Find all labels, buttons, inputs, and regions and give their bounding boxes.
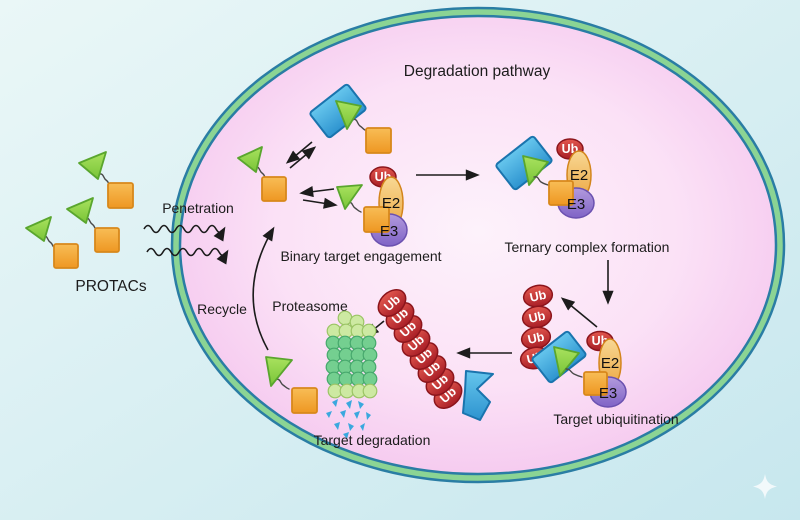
binary-engagement-label: Binary target engagement bbox=[280, 248, 441, 264]
equilibrium-arrow bbox=[302, 197, 338, 209]
recycle-label: Recycle bbox=[197, 301, 247, 317]
target-ubiquitination-label: Target ubiquitination bbox=[553, 411, 678, 427]
linker-squiggle bbox=[352, 118, 366, 131]
ligand-triangle bbox=[237, 146, 263, 173]
protac-molecule bbox=[78, 151, 134, 209]
linker-squiggle bbox=[347, 201, 362, 213]
sparkle-icon bbox=[753, 474, 777, 499]
degraded-fragment bbox=[348, 423, 354, 431]
e3-label: E3 bbox=[567, 196, 585, 213]
degraded-fragment bbox=[366, 412, 371, 420]
poly-ub-chain: Ub Ub Ub Ub Ub Ub Ub Ub bbox=[377, 289, 494, 421]
proteasome-label: Proteasome bbox=[272, 298, 348, 314]
linker-squiggle bbox=[565, 368, 583, 378]
e2-label: E2 bbox=[570, 167, 588, 184]
penetration-wavy-arrow bbox=[146, 247, 229, 265]
linker-squiggle bbox=[533, 176, 549, 186]
protacs-label: PROTACs bbox=[75, 278, 146, 295]
ubiquitin-label: Ub bbox=[528, 288, 548, 305]
protac-e3-complex: Ub E2 E3 bbox=[336, 166, 408, 247]
degraded-fragment bbox=[332, 399, 338, 407]
notched-target-protein bbox=[462, 370, 494, 421]
e2-label: E2 bbox=[382, 195, 400, 212]
ligand-triangle bbox=[265, 356, 293, 387]
linker-squiggle bbox=[275, 378, 290, 390]
degraded-fragment bbox=[346, 400, 352, 409]
protac-molecule bbox=[66, 197, 120, 253]
ligand-triangle bbox=[78, 151, 107, 180]
protac-target-complex bbox=[309, 83, 392, 154]
linker-square bbox=[583, 371, 608, 396]
degraded-fragment bbox=[360, 423, 365, 431]
linker-square bbox=[107, 182, 134, 209]
ligand-triangle bbox=[66, 197, 94, 224]
linker-square bbox=[291, 387, 318, 414]
equilibrium-arrow bbox=[299, 186, 335, 198]
ubiquitin-label: Ub bbox=[527, 309, 547, 326]
degraded-fragment bbox=[326, 411, 332, 418]
proteasome bbox=[325, 310, 378, 399]
degraded-fragment bbox=[340, 410, 346, 418]
penetration-wavy-arrow bbox=[143, 224, 226, 242]
protac-molecule bbox=[25, 216, 79, 269]
equilibrium-arrow bbox=[289, 146, 317, 169]
ternary-formation-label: Ternary complex formation bbox=[505, 239, 670, 255]
ligand-triangle bbox=[336, 184, 363, 210]
degraded-fragment bbox=[343, 432, 349, 439]
e2-label: E2 bbox=[601, 355, 619, 372]
linker-square bbox=[365, 127, 392, 154]
ternary-complex: Ub E2 E3 bbox=[495, 135, 595, 219]
ubiquitin-badge bbox=[377, 289, 407, 317]
e3-label: E3 bbox=[599, 385, 617, 402]
linker-square bbox=[261, 176, 287, 202]
ligand-triangle bbox=[553, 346, 580, 377]
ubiquitin-label: Ub bbox=[526, 330, 546, 347]
ligand-triangle bbox=[335, 100, 362, 130]
target-degradation-label: Target degradation bbox=[314, 432, 431, 448]
linker-square bbox=[94, 227, 120, 253]
ubiquitination-complex: Ub E2 E3 bbox=[531, 330, 627, 408]
proteasome-subunit bbox=[362, 383, 378, 399]
linker-square bbox=[548, 180, 574, 206]
linker-square bbox=[363, 206, 390, 233]
degraded-target-fragments bbox=[326, 399, 371, 439]
penetration-label: Penetration bbox=[162, 200, 234, 216]
ligand-triangle bbox=[25, 216, 52, 242]
degraded-fragment bbox=[354, 411, 360, 419]
recycle-arrow bbox=[252, 226, 275, 351]
e3-label: E3 bbox=[380, 223, 398, 240]
degraded-fragment bbox=[334, 422, 340, 430]
ligand-triangle bbox=[522, 155, 549, 186]
page-title: Degradation pathway bbox=[404, 63, 551, 80]
degraded-fragment bbox=[358, 401, 364, 409]
recycled-protac bbox=[265, 356, 318, 414]
free-protac bbox=[237, 146, 287, 202]
linker-square bbox=[53, 243, 79, 269]
equilibrium-arrow bbox=[285, 141, 313, 164]
ubiquitination-to-ub-stack-arrow bbox=[560, 297, 598, 328]
